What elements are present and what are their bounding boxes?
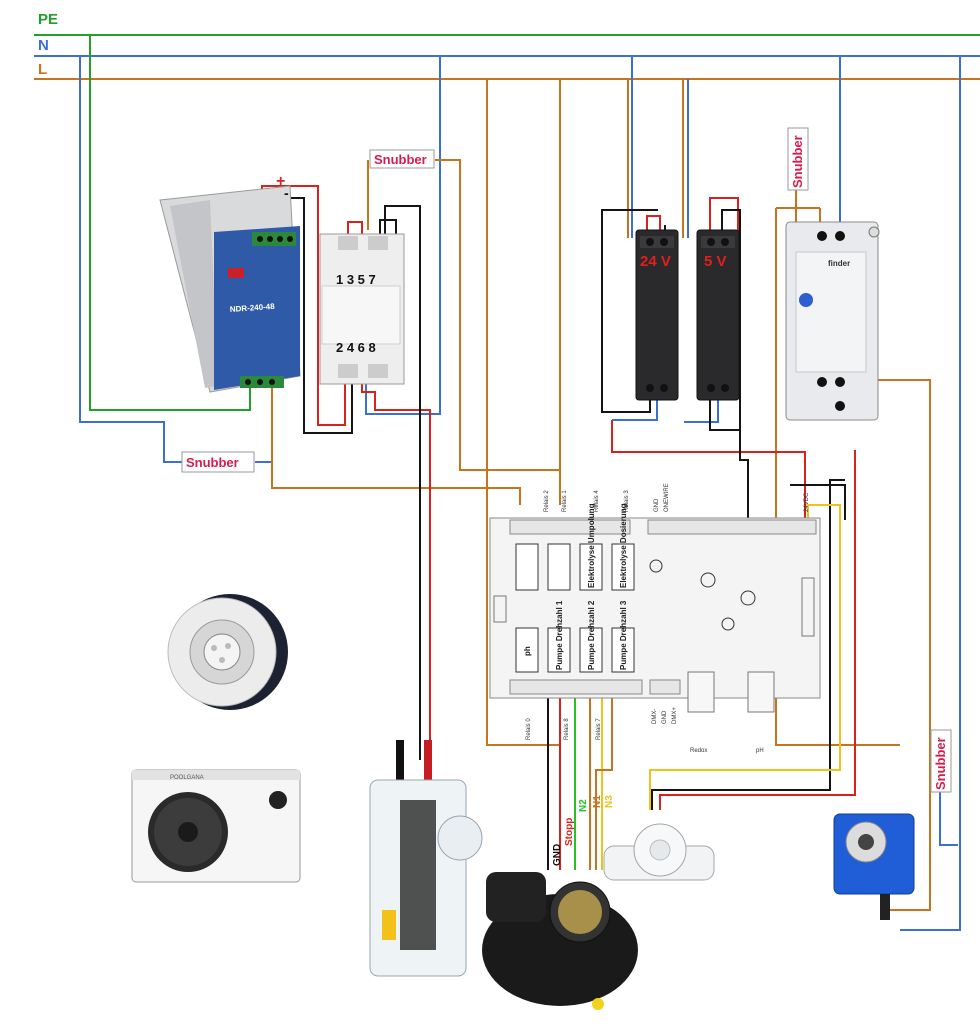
heatpump-brand: POOLGANA [170, 775, 204, 781]
relay-label-umpolung: Elektrolyse Umpolung [587, 503, 596, 588]
n-bus-label: N [38, 37, 49, 54]
psu-5v-label: 5 V [704, 253, 727, 270]
relay-bottom-8: Relais 8 [564, 718, 570, 740]
probe-ph: pH [756, 748, 764, 754]
pump-wires [547, 690, 613, 870]
io-label-onewire: ONEWIRE [664, 483, 670, 512]
snubber-label-right: Snubber [933, 737, 948, 790]
dmx-gnd: GND [662, 710, 668, 724]
psu-24v-label: 24 V [640, 253, 671, 270]
relay-group-3: Relais 3 [624, 490, 630, 512]
pump-label-3: Pumpe Drehzahl 3 [619, 600, 628, 670]
snubber-labels: Snubber Snubber Snubber Snubber [181, 127, 952, 793]
pe-bus-label: PE [38, 11, 58, 28]
dmx-plus: DMX+ [672, 707, 678, 724]
psu-48v-plus: + [276, 173, 285, 190]
electrolysis-cell [369, 740, 483, 977]
pump-wire-n2: N2 [578, 799, 589, 812]
psu-48v-minus: - [284, 185, 289, 201]
controller-board: Relais 2 Relais 1 Relais 4 Relais 3 Elek… [489, 483, 821, 754]
relay-group-2: Relais 2 [544, 490, 550, 512]
snubber-label-finder: Snubber [790, 135, 805, 188]
io-label-gnd: GND [654, 498, 660, 512]
contactor-bottom-terminals: 2 4 6 8 [336, 340, 376, 355]
relay-group-4: Relais 4 [594, 490, 600, 512]
psu-24v: 24 V [635, 229, 679, 401]
probe-redox: Redox [690, 748, 707, 754]
relay-bottom-7: Relais 7 [596, 718, 602, 740]
snubber-label-contactor: Snubber [374, 152, 427, 167]
pump-wire-n1: N1 [592, 795, 603, 808]
heat-pump: POOLGANA [131, 769, 301, 883]
pool-light [167, 594, 288, 710]
io-label-24vdc: 24VDC [804, 492, 810, 512]
pump-label-2: Pumpe Drehzahl 2 [587, 600, 596, 670]
pool-pump [482, 872, 638, 1010]
contactor: 1 3 5 7 2 4 6 8 [319, 233, 405, 385]
pump-wire-stopp: Stopp [564, 818, 575, 846]
relay-label-dosierung: Elektrolyse Dosierung [619, 503, 628, 588]
relay-bottom-0: Relais 0 [526, 718, 532, 740]
bus-drops [79, 35, 961, 931]
snubber-label-psu: Snubber [186, 455, 239, 470]
pump-label-1: Pumpe Drehzahl 1 [555, 600, 564, 670]
relay-label-ph: ph [523, 646, 532, 656]
l-bus-label: L [38, 61, 47, 78]
relay-group-1: Relais 1 [562, 490, 568, 512]
pump-wire-n3: N3 [604, 795, 615, 808]
psu-48v: NDR-240-48 + - [159, 173, 301, 393]
dosing-pump [833, 813, 915, 920]
pump-wire-gnd: GND [552, 844, 563, 866]
finder-relay: finder [785, 221, 880, 421]
finder-brand: finder [828, 259, 850, 268]
dmx-minus: DMX- [652, 709, 658, 724]
flow-sensor [603, 823, 715, 881]
bus-lines [34, 34, 980, 80]
contactor-top-terminals: 1 3 5 7 [336, 272, 376, 287]
psu-48v-model: NDR-240-48 [230, 302, 276, 314]
psu-5v: 5 V [696, 229, 740, 401]
